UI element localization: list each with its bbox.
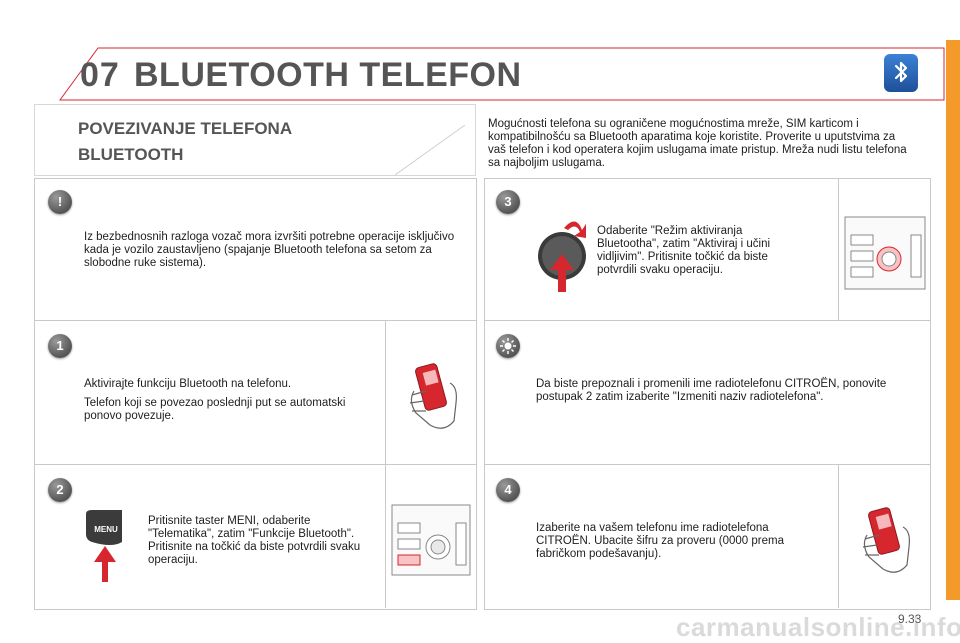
step1-badge: 1 <box>48 334 72 358</box>
phone-in-hand-icon <box>862 507 910 573</box>
section-title-box <box>34 104 476 176</box>
step2-illustration <box>385 465 476 608</box>
watermark: carmanualsonline.info <box>676 612 960 642</box>
warning-icon: ! <box>48 190 72 214</box>
step1-text-line2: Telefon koji se povezao poslednji put se… <box>84 397 346 422</box>
step3-illustration <box>838 179 930 320</box>
page-title: BLUETOOTH TELEFON <box>134 56 522 94</box>
step1-text: Aktivirajte funkciju Bluetooth na telefo… <box>84 378 364 429</box>
tip-text: Da biste prepoznali i promenili ime radi… <box>536 378 887 403</box>
section-title-line2: BLUETOOTH <box>78 145 184 164</box>
step2-text: Pritisnite taster MENI, odaberite "Telem… <box>148 515 361 566</box>
chapter-number: 07 <box>80 56 120 94</box>
step4-badge: 4 <box>496 478 520 502</box>
menu-label: MENU <box>94 525 118 534</box>
step4-text: Izaberite na vašem telefonu ime radiotel… <box>536 522 784 560</box>
step3-badge: 3 <box>496 190 520 214</box>
menu-button-icon: MENU <box>82 508 126 584</box>
step1-illustration <box>385 321 476 464</box>
lightbulb-icon <box>496 334 520 358</box>
step3-text: Odaberite "Režim aktiviranja Bluetootha"… <box>597 225 771 276</box>
warning-text: Iz bezbednosnih razloga vozač mora izvrš… <box>84 231 455 269</box>
page-number: 9.33 <box>898 612 922 626</box>
step1-text-line1: Aktivirajte funkciju Bluetooth na telefo… <box>84 378 292 390</box>
radio-panel-icon <box>391 504 471 576</box>
header-frame <box>59 47 945 101</box>
phone-in-hand-icon <box>409 363 457 429</box>
section-title-line1: POVEZIVANJE TELEFONA <box>78 119 293 138</box>
tip-panel <box>484 320 931 466</box>
radio-panel-icon <box>844 216 926 290</box>
warning-panel <box>34 178 477 322</box>
intro-text: Mogućnosti telefona su ograničene mogućn… <box>488 118 907 169</box>
bluetooth-icon <box>884 54 918 92</box>
dial-knob-icon <box>528 212 592 292</box>
step4-illustration <box>838 465 930 608</box>
page-edge-tab <box>946 40 960 600</box>
step2-badge: 2 <box>48 478 72 502</box>
